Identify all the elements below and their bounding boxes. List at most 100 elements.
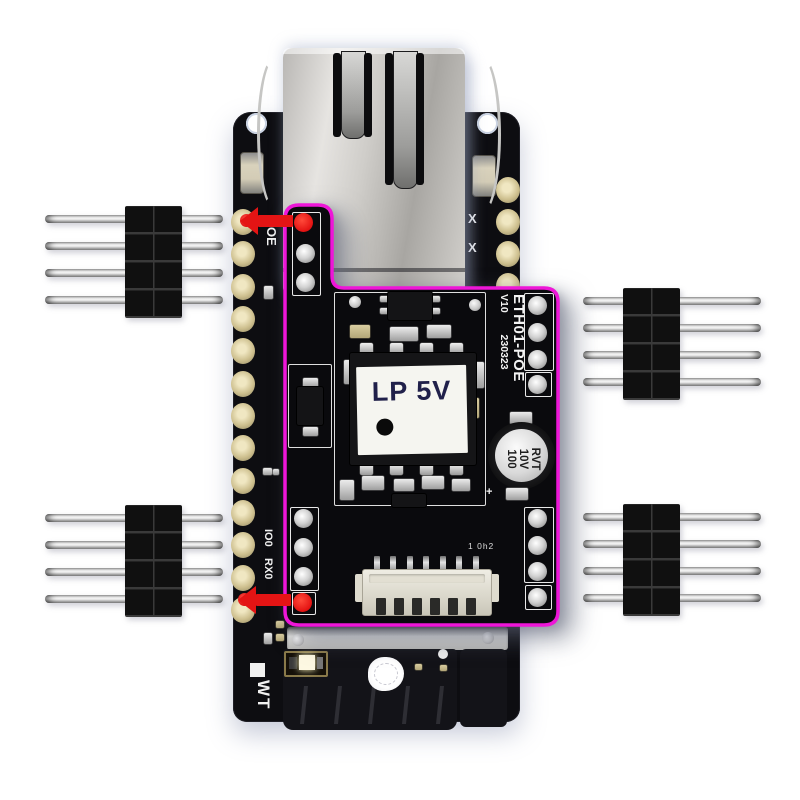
connector-slot xyxy=(448,598,458,615)
led xyxy=(284,651,328,677)
castellated-pad xyxy=(231,241,255,267)
chip-leg xyxy=(431,296,440,302)
header-housing xyxy=(125,505,182,617)
pin-header-top-right xyxy=(583,288,761,400)
module-pad-box xyxy=(292,212,321,296)
pin-label-x-bottom: X xyxy=(468,240,477,255)
smd-resistor xyxy=(264,633,272,644)
module-pad-box xyxy=(524,507,554,583)
brand-square xyxy=(250,663,265,677)
module-pad xyxy=(528,509,547,528)
sot23-transistor xyxy=(297,387,323,425)
castellated-pad xyxy=(231,532,255,558)
connector-slot xyxy=(466,598,476,615)
red-dot-icon xyxy=(293,593,312,612)
transformer-leg xyxy=(390,464,403,475)
connector-wing xyxy=(355,574,365,602)
module-pad xyxy=(296,273,315,292)
chip-leg xyxy=(380,308,389,314)
rj45-clip xyxy=(393,51,418,189)
smd-capacitor xyxy=(350,325,370,338)
smd-resistor xyxy=(263,468,272,475)
solder-dot xyxy=(349,296,361,308)
pin-header-top-left xyxy=(45,206,223,318)
capacitor-pad xyxy=(510,412,532,424)
connector-pin xyxy=(456,556,462,570)
rj45-shield-spring xyxy=(463,56,501,214)
module-pad xyxy=(528,536,547,555)
module-pad xyxy=(528,296,547,315)
paint-scribble xyxy=(374,663,398,685)
castellated-pad xyxy=(231,403,255,429)
connector-slot xyxy=(376,598,386,615)
pin-label-io0: IO0 xyxy=(262,529,274,547)
castellated-pad xyxy=(231,468,255,494)
pin-header-bottom-left xyxy=(45,505,223,617)
module-silkscreen: ETH01-POE V10 230323 xyxy=(494,294,527,444)
solder-dot xyxy=(469,299,481,311)
castellated-pad xyxy=(231,338,255,364)
sot23-pad xyxy=(303,378,318,387)
connector-pin xyxy=(440,556,446,570)
capacitor-pad xyxy=(506,488,528,500)
paint-mark xyxy=(368,657,404,691)
rj45-clip-slot xyxy=(364,53,372,137)
capacitor-top xyxy=(495,429,548,482)
red-arrow-left-icon xyxy=(256,594,291,606)
module-pad-box xyxy=(525,585,552,610)
module-pad xyxy=(294,567,313,586)
smd-resistor xyxy=(440,665,447,671)
module-pad xyxy=(528,323,547,342)
shield-tab xyxy=(276,634,284,641)
connector-slot xyxy=(412,598,422,615)
transformer-label: LP 5V xyxy=(356,364,468,456)
connector-lip xyxy=(369,574,485,583)
module-pad-box xyxy=(292,592,316,615)
smd-resistor xyxy=(452,479,470,491)
castellated-pad xyxy=(231,435,255,461)
rj45-clip-slot xyxy=(333,53,341,137)
connector-pin xyxy=(473,556,479,570)
brand-label-wt: WT xyxy=(254,680,273,711)
smd-resistor xyxy=(264,286,273,299)
transformer-leg xyxy=(420,464,433,475)
header-housing xyxy=(125,206,182,318)
connector-slot xyxy=(430,598,440,615)
red-dot-icon xyxy=(294,213,313,232)
smd-resistor xyxy=(415,664,422,670)
smd-resistor xyxy=(340,480,354,500)
rj45-shield-spring xyxy=(257,56,293,210)
transformer-leg xyxy=(360,343,373,354)
header-housing xyxy=(623,504,680,616)
pin-label-x-top: X xyxy=(468,211,477,226)
module-pad xyxy=(296,244,315,263)
rj45-top-highlight xyxy=(283,48,465,54)
led-contact xyxy=(317,657,323,669)
connector-pin xyxy=(374,556,380,570)
module-sot23-box xyxy=(288,364,332,448)
transformer-leg xyxy=(360,464,373,475)
castellated-pad xyxy=(231,306,255,332)
connector-pin xyxy=(390,556,396,570)
connector-wing xyxy=(489,574,499,602)
module-pad xyxy=(294,538,313,557)
module-name: ETH01-POE xyxy=(510,294,527,382)
castellated-pad xyxy=(231,500,255,526)
connector-silkscreen: 1 0h2 xyxy=(468,541,495,551)
smd-resistor xyxy=(362,476,384,490)
led-contact xyxy=(289,657,297,669)
connector-slot xyxy=(394,598,404,615)
smd-capacitor xyxy=(390,327,418,341)
transformer-leg xyxy=(450,343,463,354)
castellated-pad xyxy=(496,177,520,203)
white-dot xyxy=(438,649,448,659)
pin-header-bottom-right xyxy=(583,504,761,616)
transformer-leg xyxy=(450,464,463,475)
chip-leg xyxy=(431,308,440,314)
small-chip xyxy=(392,494,426,507)
smd-capacitor xyxy=(427,325,451,338)
shield-screw xyxy=(292,634,304,646)
esp32-shield-edge xyxy=(287,627,508,650)
module-pad xyxy=(528,350,547,369)
